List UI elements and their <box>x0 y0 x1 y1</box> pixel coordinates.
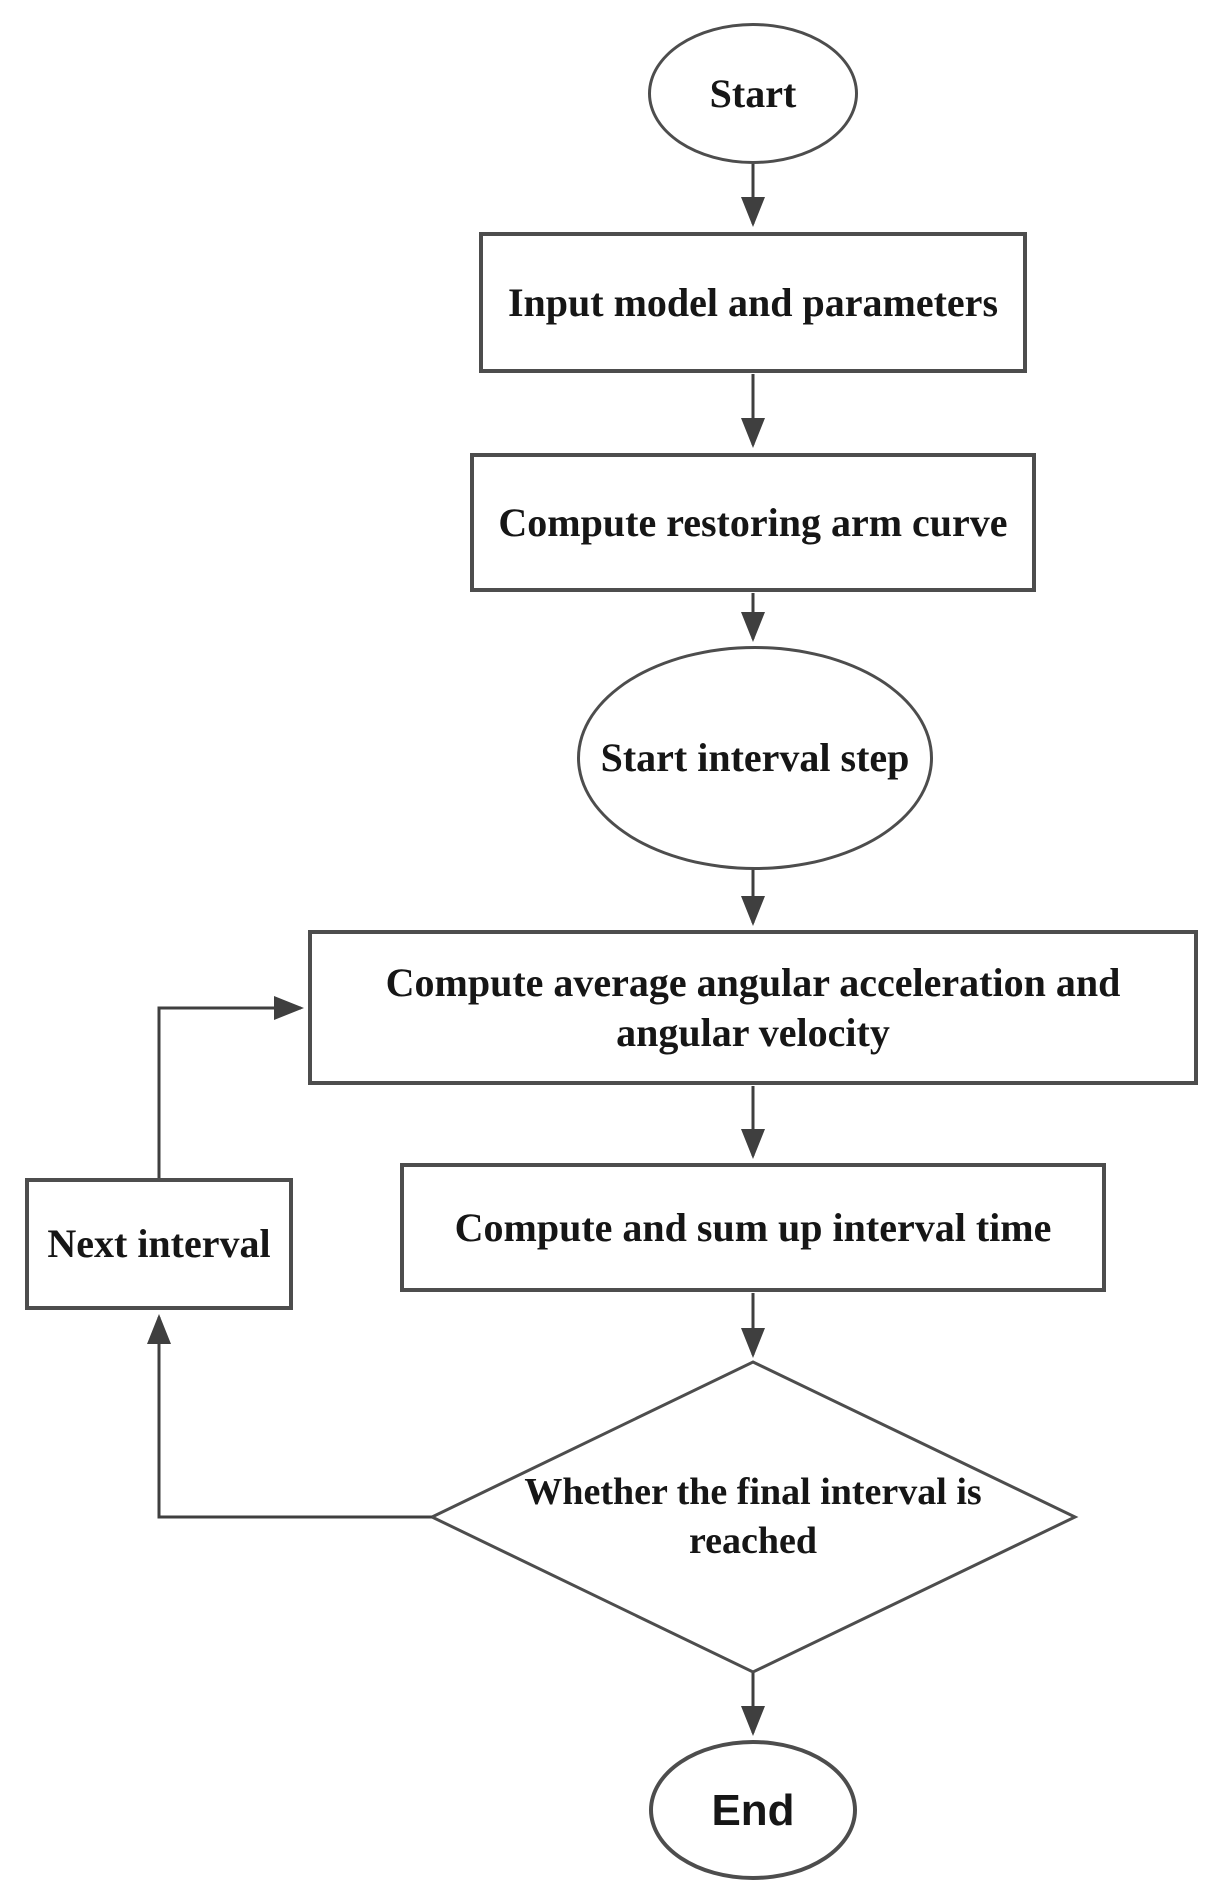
interval-step-node-label: Start interval step <box>600 735 910 780</box>
end-node: End <box>649 1740 857 1880</box>
angular-acceleration-node: Compute average angular acceleration and… <box>308 930 1198 1085</box>
decision-node-label: Whether the final interval is reached <box>524 1470 982 1562</box>
restoring-arm-node-label: Compute restoring arm curve <box>498 499 1008 545</box>
angular-acceleration-node-label: Compute average angular acceleration and… <box>385 959 1121 1055</box>
interval-time-node-label: Compute and sum up interval time <box>454 1204 1052 1250</box>
interval-time-node: Compute and sum up interval time <box>400 1163 1106 1292</box>
decision-node: Whether the final interval is reached <box>465 1430 1041 1604</box>
start-node-label: Start <box>709 70 797 116</box>
restoring-arm-node: Compute restoring arm curve <box>470 453 1036 592</box>
interval-step-node: Start interval step <box>577 646 933 870</box>
next-interval-node: Next interval <box>25 1178 293 1310</box>
start-node: Start <box>648 23 858 164</box>
edge-decision-to-next-interval <box>147 1314 432 1519</box>
input-model-node-label: Input model and parameters <box>507 279 999 325</box>
decision-diamond-shape <box>428 1360 1079 1674</box>
end-node-label: End <box>711 1785 795 1835</box>
input-model-node: Input model and parameters <box>479 232 1027 373</box>
next-interval-node-label: Next interval <box>47 1221 271 1266</box>
edge-next-interval-to-angular <box>157 996 304 1178</box>
